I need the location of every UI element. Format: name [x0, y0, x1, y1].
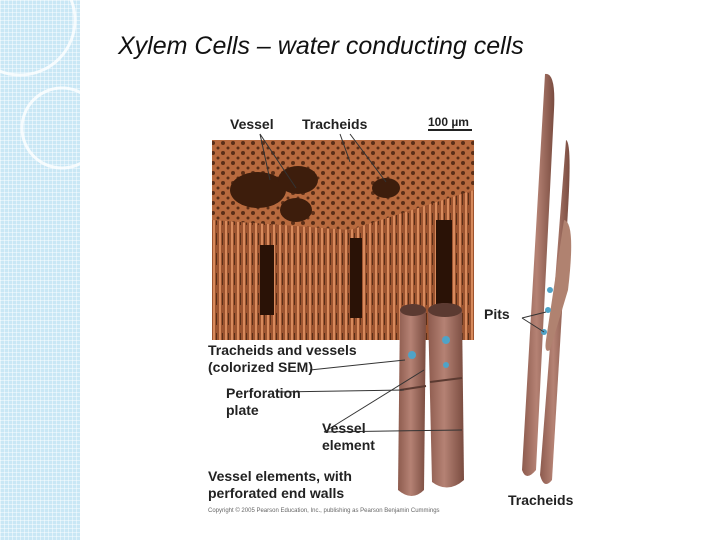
sem-micrograph — [212, 140, 474, 340]
decorative-side-band — [0, 0, 80, 540]
label-sem-caption-1: Tracheids and vessels — [208, 342, 357, 358]
label-tracheids-bottom: Tracheids — [508, 492, 574, 508]
label-vessel-element-1: Vessel — [322, 420, 366, 436]
label-pits: Pits — [484, 306, 510, 322]
xylem-illustration — [212, 73, 572, 496]
decorative-circles — [0, 0, 80, 170]
label-vessel-elements-1: Vessel elements, with — [208, 468, 352, 484]
label-scale: 100 µm — [428, 115, 469, 129]
vessel-elements — [398, 303, 464, 496]
copyright-credit: Copyright © 2005 Pearson Education, Inc.… — [208, 508, 440, 514]
xylem-figure: Vessel Tracheids 100 µm Tracheids and ve… — [200, 70, 600, 520]
slide-title: Xylem Cells – water conducting cells — [118, 32, 524, 60]
label-perforation-1: Perforation — [226, 385, 301, 401]
label-sem-caption-2: (colorized SEM) — [208, 359, 314, 375]
label-vessel-element-2: element — [322, 437, 375, 453]
label-vessel-elements-2: perforated end walls — [208, 485, 345, 501]
tracheids — [522, 73, 572, 484]
label-perforation-2: plate — [226, 402, 259, 418]
label-vessel: Vessel — [230, 116, 274, 132]
label-tracheids-top: Tracheids — [302, 116, 368, 132]
